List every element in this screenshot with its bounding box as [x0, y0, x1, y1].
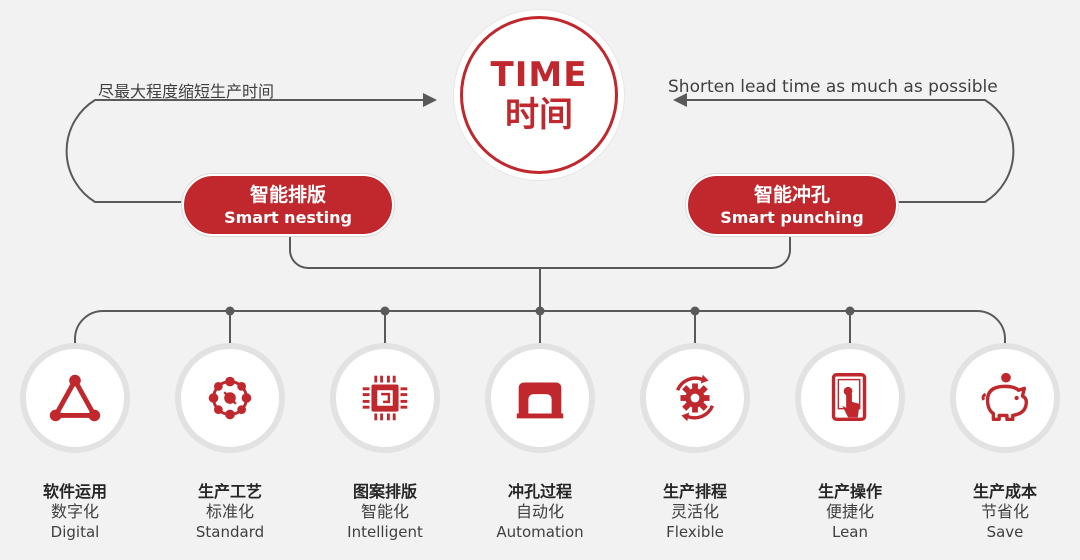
feature-standard: 生产工艺 标准化 Standard [155, 343, 305, 542]
feature-subtitle: 自动化 [515, 502, 564, 521]
pill-right-en: Smart punching [720, 207, 864, 227]
feature-english: Flexible [666, 523, 724, 541]
feature-icon-circle [950, 343, 1060, 453]
pill-left-en: Smart nesting [224, 207, 352, 227]
pills-connector-line [289, 236, 791, 269]
feature-lean: 生产操作 便捷化 Lean [775, 343, 925, 542]
feature-english: Digital [50, 523, 100, 541]
tablet-touch-icon [831, 373, 867, 422]
triangle-nodes-icon [49, 374, 101, 422]
branch-right-end [976, 310, 1006, 345]
smart-nesting-pill: 智能排版 Smart nesting [182, 174, 394, 236]
feature-english: Save [986, 523, 1024, 541]
molecule-icon [208, 376, 252, 420]
arrow-left-head [423, 93, 437, 107]
feature-subtitle: 数字化 [50, 502, 99, 521]
feature-icon-circle [640, 343, 750, 453]
chip-icon [362, 375, 408, 421]
time-circle: TIME 时间 [460, 16, 618, 174]
feature-subtitle: 智能化 [360, 502, 409, 521]
feature-icon-circle [20, 343, 130, 453]
feature-save: 生产成本 节省化 Save [930, 343, 1080, 542]
feature-icon-circle [485, 343, 595, 453]
loop-right-line [678, 99, 1015, 203]
smart-punching-pill: 智能冲孔 Smart punching [686, 174, 898, 236]
feature-subtitle: 便捷化 [825, 502, 874, 521]
piggy-bank-icon [981, 372, 1029, 422]
feature-english: Lean [831, 523, 869, 541]
feature-icon-circle [175, 343, 285, 453]
feature-english: Intelligent [347, 523, 423, 541]
caption-right: Shorten lead time as much as possible [668, 77, 998, 97]
feature-icon-circle [330, 343, 440, 453]
feature-title: 冲孔过程 [507, 482, 572, 501]
feature-title: 图案排版 [352, 482, 417, 501]
caption-left: 尽最大程度缩短生产时间 [98, 82, 275, 101]
feature-title: 生产工艺 [197, 482, 262, 501]
pill-left-zh: 智能排版 [249, 183, 326, 206]
time-title-en: TIME [490, 55, 588, 95]
gear-cycle-icon [675, 374, 715, 422]
feature-automation: 冲孔过程 自动化 Automation [465, 343, 615, 542]
feature-subtitle: 标准化 [205, 502, 254, 521]
feature-title: 生产成本 [972, 482, 1037, 501]
loop-left-line [65, 99, 432, 203]
time-title-zh: 时间 [505, 95, 573, 135]
feature-icon-circle [795, 343, 905, 453]
branch-left-end [74, 310, 104, 345]
feature-subtitle: 灵活化 [670, 502, 719, 521]
feature-digital: 软件运用 数字化 Digital [0, 343, 150, 542]
arrow-right-head [673, 93, 687, 107]
pill-right-zh: 智能冲孔 [753, 183, 830, 206]
feature-title: 生产排程 [662, 482, 727, 501]
feature-flexible: 生产排程 灵活化 Flexible [620, 343, 770, 542]
punch-press-icon [516, 382, 564, 419]
feature-title: 软件运用 [42, 482, 107, 501]
feature-english: Automation [496, 523, 584, 541]
feature-subtitle: 节省化 [980, 502, 1029, 521]
feature-intelligent: 图案排版 智能化 Intelligent [310, 343, 460, 542]
feature-english: Standard [195, 523, 265, 541]
feature-title: 生产操作 [817, 482, 882, 501]
